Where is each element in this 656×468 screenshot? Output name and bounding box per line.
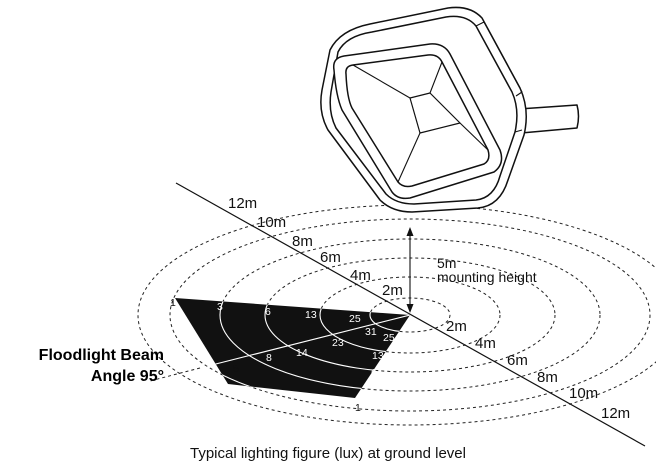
beam-angle-value: Angle 95° [91,368,164,385]
lux-value: 6 [371,367,377,379]
lux-value: 6 [265,306,271,318]
mounting-height-arrow [406,227,414,313]
lower-distance-labels: 2m 4m 6m 8m 10m 12m [446,318,630,422]
beam-arcs [175,298,410,398]
dist-label-lower: 12m [601,405,630,422]
dist-label-upper: 8m [292,233,313,250]
arc-12m [137,204,656,426]
lux-value: 1 [355,402,361,414]
dist-label-upper: 10m [257,214,286,231]
lux-value: 13 [372,350,384,362]
lux-value: 3 [362,384,368,396]
lux-center: 31 23 14 8 5 [233,326,377,375]
mounting-height-label: mounting height [437,269,537,285]
dist-label-upper: 2m [382,282,403,299]
dist-label-lower: 4m [475,335,496,352]
lux-inner-edge: 25 13 6 3 1 [355,332,395,414]
arc-10m [169,218,651,412]
upper-distance-labels: 12m 10m 8m 6m 4m 2m [228,195,403,299]
dist-label-lower: 10m [569,385,598,402]
lux-value: 5 [233,363,239,375]
beam-center-line [149,367,201,382]
lux-value: 25 [349,313,361,325]
beam-angle-title: Floodlight Beam [39,347,164,364]
lux-value: 1 [170,297,176,309]
lux-value: 13 [305,309,317,321]
dist-label-upper: 12m [228,195,257,212]
lux-value: 23 [332,337,344,349]
floodlight-icon [320,6,580,213]
lux-upper-edge: 1 3 6 13 25 [170,297,361,325]
diagram-caption: Typical lighting figure (lux) at ground … [190,445,466,462]
dist-label-upper: 6m [320,249,341,266]
lux-value: 25 [383,332,395,344]
dist-label-upper: 4m [350,267,371,284]
dist-label-lower: 8m [537,369,558,386]
mounting-height-value: 5m [437,255,456,271]
lux-value: 14 [296,347,308,359]
lux-value: 8 [266,352,272,364]
distance-axis [175,182,646,447]
lux-value: 3 [217,301,223,313]
dist-label-lower: 6m [507,352,528,369]
lux-value: 31 [365,326,377,338]
dist-label-lower: 2m [446,318,467,335]
